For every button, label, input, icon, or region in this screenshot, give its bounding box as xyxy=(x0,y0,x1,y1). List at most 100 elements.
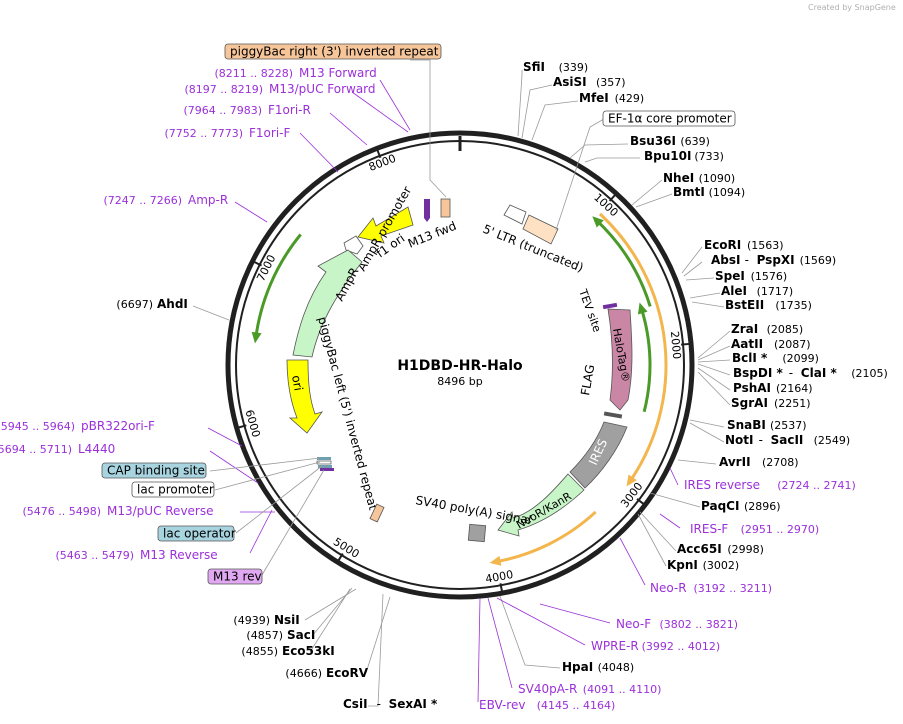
enzyme-site-pair[interactable]: NotI-SacII(2549) xyxy=(725,433,850,447)
enzyme-site[interactable]: (4666)EcoRV xyxy=(285,666,368,680)
enzyme-position: (2549) xyxy=(814,434,851,447)
feature-halotag[interactable]: HaloTag® xyxy=(607,308,633,411)
primer-leader-line xyxy=(496,597,586,646)
enzyme-site[interactable]: AleI(1717) xyxy=(721,284,793,298)
leader-line xyxy=(517,70,523,137)
primer-site[interactable]: (7964 .. 7983)F1ori-R xyxy=(183,103,310,117)
tick-mark xyxy=(253,261,262,267)
primer-name: SV40pA-R xyxy=(518,682,577,696)
arc-orange-2[interactable] xyxy=(489,510,597,566)
feature-ori[interactable]: ori xyxy=(286,359,323,434)
enzyme-site[interactable]: Bpu10I(733) xyxy=(644,149,724,163)
primer-site[interactable]: (5694 .. 5711)L4440 xyxy=(0,442,115,456)
primer-name: EBV-rev xyxy=(479,698,525,712)
feature-box-lac-operator[interactable]: lac operator xyxy=(157,525,236,542)
enzyme-name: SexAI * xyxy=(389,697,438,711)
arc-green-1[interactable] xyxy=(592,216,652,307)
tick-mark xyxy=(238,424,247,429)
enzyme-site[interactable]: ZraI(2085) xyxy=(731,322,803,336)
primer-range: (2951 .. 2970) xyxy=(741,523,820,536)
primer-name: IRES reverse xyxy=(684,478,760,492)
enzyme-site[interactable]: BmtI(1094) xyxy=(673,185,745,199)
feature-box-cap-binding-site[interactable]: CAP binding site xyxy=(101,462,207,479)
enzyme-site[interactable]: (4939)NsiI xyxy=(233,613,299,627)
enzyme-site[interactable]: (6697)AhdI xyxy=(116,297,187,311)
leader-line xyxy=(697,330,731,359)
enzyme-site[interactable]: (4857)SacI xyxy=(246,628,315,642)
enzyme-site[interactable]: NheI(1090) xyxy=(663,171,735,185)
primer-site[interactable]: (5476 .. 5498)M13/pUC Reverse xyxy=(22,504,213,518)
primer-site[interactable]: (5463 .. 5479)M13 Reverse xyxy=(55,548,217,562)
enzyme-site[interactable]: KpnI(3002) xyxy=(667,558,739,572)
primer-site[interactable]: (7752 .. 7773)F1ori-F xyxy=(164,126,290,140)
primer-site[interactable]: (8211 .. 8228)M13 Forward xyxy=(214,66,376,80)
enzyme-site[interactable]: EcoRI(1563) xyxy=(704,238,784,252)
primer-leader-line xyxy=(249,509,273,554)
feature-box-m13-rev[interactable]: M13 rev xyxy=(207,568,263,585)
primer-name: F1ori-F xyxy=(249,126,290,140)
feature-flag[interactable]: FLAG xyxy=(578,363,623,419)
feature-piggybac-left[interactable]: piggyBac left (5') inverted repeat xyxy=(315,315,385,523)
leader-line xyxy=(697,363,731,376)
primer-site[interactable]: IRES-F(2951 .. 2970) xyxy=(690,522,819,536)
feature-ltr-truncated[interactable] xyxy=(503,204,559,245)
primer-range: (5694 .. 5711) xyxy=(0,443,72,456)
enzyme-site[interactable]: AatII(2087) xyxy=(731,337,811,351)
arc-orange-1[interactable] xyxy=(598,212,668,487)
enzyme-site[interactable]: BstEII(1735) xyxy=(725,298,812,312)
primer-leader-line xyxy=(379,79,411,131)
feature-lac-cluster[interactable] xyxy=(316,457,334,471)
leader-line xyxy=(192,305,230,321)
enzyme-site[interactable]: BclI *(2099) xyxy=(732,351,819,365)
feature-label-ori: ori xyxy=(289,374,305,392)
enzyme-site[interactable]: SpeI(1576) xyxy=(715,269,787,283)
arc-green-3[interactable] xyxy=(251,233,302,344)
feature-box-ef1a[interactable]: EF-1α core promoter xyxy=(602,110,736,127)
primer-site[interactable]: (5945 .. 5964)pBR322ori-F xyxy=(0,419,155,433)
enzyme-position: (429) xyxy=(615,92,645,105)
primer-site[interactable]: SV40pA-R(4091 .. 4110) xyxy=(518,682,661,696)
primer-site[interactable]: Neo-R(3192 .. 3211) xyxy=(650,581,772,595)
enzyme-site[interactable]: SgrAI(2251) xyxy=(731,396,811,410)
enzyme-site[interactable]: SnaBI(2537) xyxy=(727,418,807,432)
primer-site[interactable]: Neo-F(3802 .. 3821) xyxy=(616,617,738,631)
primer-leader-line xyxy=(207,427,243,447)
enzyme-site[interactable]: PshAI(2164) xyxy=(733,381,813,395)
enzyme-site[interactable]: Bsu36I(639) xyxy=(630,134,710,148)
enzyme-site-pair[interactable]: CsiI-SexAI * xyxy=(343,697,438,711)
enzyme-position: (2099) xyxy=(782,352,819,365)
enzyme-site[interactable]: MfeI(429) xyxy=(579,91,644,105)
enzyme-site-pair[interactable]: AbsI-PspXI(1569) xyxy=(711,253,836,267)
enzyme-site[interactable]: AvrII(2708) xyxy=(719,455,799,469)
enzyme-site[interactable]: PaqCI(2896) xyxy=(701,499,781,513)
feature-box-cap-binding-site-text: CAP binding site xyxy=(107,464,205,478)
feature-m13-fwd[interactable]: M13 fwd xyxy=(406,199,458,251)
enzyme-name: EcoRV xyxy=(326,666,369,680)
leader-line xyxy=(637,513,667,567)
enzyme-position: (2164) xyxy=(776,382,813,395)
primer-range: (5945 .. 5964) xyxy=(0,420,75,433)
enzyme-position: (639) xyxy=(680,135,710,148)
enzyme-site[interactable]: HpaI(4048) xyxy=(562,660,634,674)
enzyme-site[interactable]: AsiSI(357) xyxy=(553,75,626,89)
arc-green-2[interactable] xyxy=(637,302,652,413)
primer-site[interactable]: WPRE-R(3992 .. 4012) xyxy=(591,639,720,653)
primer-site[interactable]: IRES reverse(2724 .. 2741) xyxy=(684,478,856,492)
enzyme-name: BmtI xyxy=(673,185,705,199)
tick-mark xyxy=(608,194,616,202)
enzyme-site[interactable]: Acc65I(2998) xyxy=(677,542,764,556)
leader-line xyxy=(635,193,673,208)
primer-site[interactable]: EBV-rev(4145 .. 4164) xyxy=(479,698,615,712)
primer-site[interactable]: (8197 .. 8219)M13/pUC Forward xyxy=(184,82,375,96)
enzyme-site-pair[interactable]: BspDI *-ClaI *(2105) xyxy=(733,366,888,380)
enzyme-site[interactable]: (4855)Eco53kI xyxy=(241,644,334,658)
feature-neor-kanr[interactable]: NeoR/KanR xyxy=(497,473,585,537)
enzyme-site[interactable]: SfiI(339) xyxy=(523,60,588,74)
leader-line xyxy=(649,492,701,508)
feature-box-piggybac-right[interactable]: piggyBac right (3') inverted repeat xyxy=(224,43,442,60)
feature-box-m13-rev-text: M13 rev xyxy=(213,570,262,584)
feature-box-lac-promoter[interactable]: lac promoter xyxy=(131,481,215,498)
feature-ires[interactable]: IRES xyxy=(569,421,628,489)
enzyme-name: SpeI xyxy=(715,269,745,283)
primer-site[interactable]: (7247 .. 7266)Amp-R xyxy=(103,193,228,207)
